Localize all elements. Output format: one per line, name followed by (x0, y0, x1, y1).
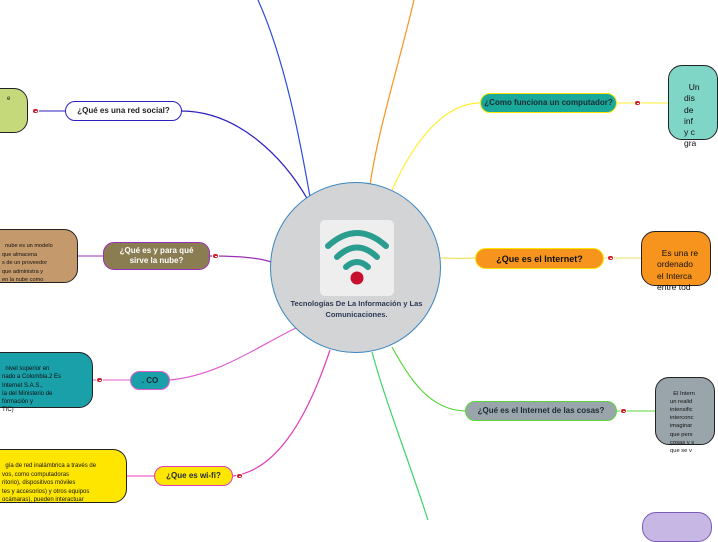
collapse-dot-co[interactable] (96, 377, 103, 383)
description-red-social[interactable]: e (0, 88, 28, 133)
collapse-dot-internet-cosas[interactable] (620, 408, 627, 414)
description-nube-text: nube es un modelo que almacena s de un p… (2, 243, 53, 284)
description-red-social-text: e (7, 96, 11, 102)
description-internet-text: Es una re ordenado el Interca entre tod (657, 248, 699, 292)
topic-red-social-label: ¿Qué es una red social? (77, 106, 170, 115)
description-internet-cosas-text: El Intern un realid intensific interconc… (670, 391, 695, 454)
topic-red-social[interactable]: ¿Qué es una red social? (65, 101, 182, 121)
central-title: Tecnologías De La Información y Las Comu… (290, 299, 423, 319)
collapse-dot-red-social[interactable] (32, 108, 39, 114)
wifi-icon (320, 220, 394, 296)
topic-nube[interactable]: ¿Qué es y para qué sirve la nube? (103, 242, 210, 270)
description-co-text: nivel superior en nado a Colombia.2 Es I… (2, 366, 62, 414)
description-internet-cosas[interactable]: El Intern un realid intensific interconc… (655, 377, 715, 454)
description-co[interactable]: nivel superior en nado a Colombia.2 Es I… (0, 352, 93, 413)
topic-wifi-label: ¿Que es wi-fi? (166, 471, 221, 480)
collapse-dot-nube[interactable] (212, 253, 219, 259)
topic-co[interactable]: . CO (130, 371, 170, 390)
topic-computador-label: ¿Como funciona un computador? (484, 98, 613, 107)
central-node[interactable]: Tecnologías De La Información y Las Comu… (270, 182, 441, 353)
description-computador[interactable]: Un dis de inf y c gra (668, 65, 718, 148)
topic-internet-label: ¿Que es el Internet? (496, 253, 583, 264)
description-computador-text: Un dis de inf y c gra (684, 82, 700, 149)
collapse-dot-computador[interactable] (634, 100, 641, 106)
topic-wifi[interactable]: ¿Que es wi-fi? (154, 466, 233, 486)
description-wifi-text: gía de red inalámbrica a través de vos, … (2, 463, 97, 504)
description-wifi[interactable]: gía de red inalámbrica a través de vos, … (0, 449, 127, 503)
topic-computador[interactable]: ¿Como funciona un computador? (480, 93, 617, 113)
topic-internet-cosas[interactable]: ¿Qué es el Internet de las cosas? (465, 401, 617, 421)
collapse-dot-internet[interactable] (607, 255, 614, 261)
partial-node-bottom-right[interactable] (642, 512, 712, 542)
topic-nube-label: ¿Qué es y para qué sirve la nube? (119, 246, 194, 265)
topic-co-label: . CO (141, 375, 159, 385)
description-nube[interactable]: nube es un modelo que almacena s de un p… (0, 229, 78, 283)
topic-internet[interactable]: ¿Que es el Internet? (475, 248, 604, 269)
topic-internet-cosas-label: ¿Qué es el Internet de las cosas? (477, 406, 605, 415)
description-internet[interactable]: Es una re ordenado el Interca entre tod (641, 231, 711, 292)
collapse-dot-wifi[interactable] (236, 473, 243, 479)
